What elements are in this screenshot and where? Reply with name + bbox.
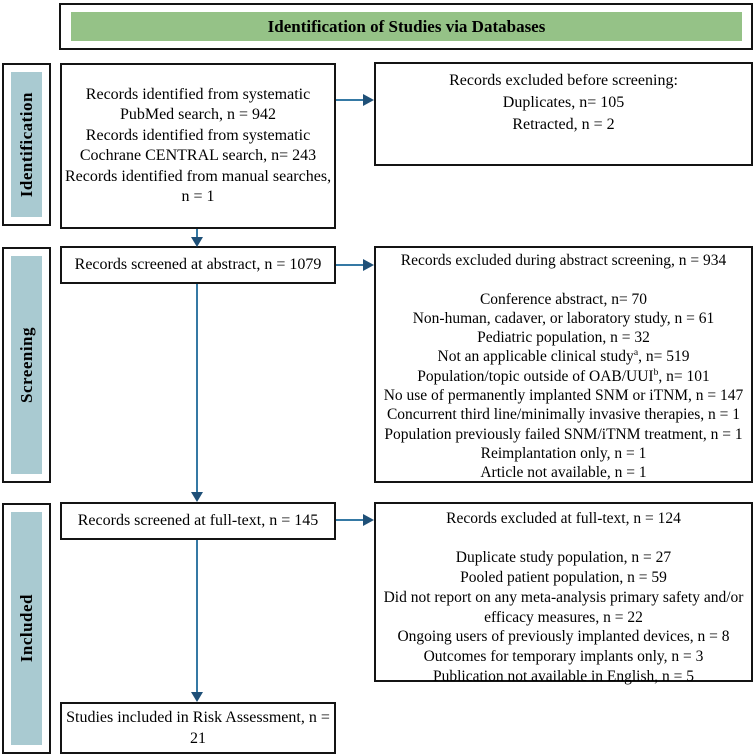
excluded-before-screening-title: Records excluded before screening: <box>449 72 678 89</box>
excluded-fulltext-box: Records excluded at full-text, n = 124 D… <box>374 502 753 685</box>
exclusion-reason: Non-human, cadaver, or laboratory study,… <box>412 309 715 327</box>
exclusion-reason: Conference abstract, n= 70 <box>479 290 648 308</box>
stage-label-screening: Screening <box>2 247 51 483</box>
banner-title: Identification of Studies via Databases <box>267 16 546 36</box>
arrow-down-icon <box>191 692 203 702</box>
exclusion-reason: Article not available, n = 1 <box>480 464 647 482</box>
records-screened-abstract-box: Records screened at abstract, n = 1079 <box>60 246 336 284</box>
stage-label-identification: Identification <box>2 63 51 226</box>
excluded-abstract-title: Records excluded during abstract screeni… <box>400 252 727 269</box>
exclusion-reason: Pediatric population, n = 32 <box>477 329 650 347</box>
footnote-marker-a: a <box>633 347 639 359</box>
excluded-fulltext-title: Records excluded at full-text, n = 124 <box>446 510 681 527</box>
excluded-abstract-screening-box: Records excluded during abstract screeni… <box>374 246 753 483</box>
exclusion-reason: Publication not available in English, n … <box>432 667 694 685</box>
arrow-abstract-to-fulltext-shaft <box>196 284 198 493</box>
exclusion-reason: Pooled patient population, n = 59 <box>460 569 667 587</box>
exclusion-reason: Ongoing users of previously implanted de… <box>397 628 730 646</box>
exclusion-reason: Retracted, n = 2 <box>512 116 615 133</box>
stage-identification-fill: Identification <box>11 72 42 217</box>
arrow-fulltext-to-included-shaft <box>196 540 198 693</box>
exclusion-reason: No use of permanently implanted SNM or i… <box>383 387 744 405</box>
stage-label-included: Included <box>2 503 51 754</box>
exclusion-reason: Population/topic outside of OAB/UUIb, n=… <box>376 367 751 386</box>
reason-text: Population/topic outside of OAB/UUI <box>417 367 654 385</box>
records-screened-abstract-text: Records screened at abstract, n = 1079 <box>74 256 322 273</box>
studies-included-text: Studies included in Risk Assessment, n =… <box>66 709 330 747</box>
excluded-before-screening-box: Records excluded before screening: Dupli… <box>374 62 753 166</box>
records-identified-text: Records identified from systematic PubMe… <box>64 85 332 206</box>
stage-included-fill: Included <box>11 512 42 745</box>
records-identified-box: Records identified from systematic PubMe… <box>60 63 336 229</box>
reason-count: , n= 519 <box>638 348 690 366</box>
records-screened-fulltext-text: Records screened at full-text, n = 145 <box>77 512 319 529</box>
arrow-identified-to-excluded-shaft <box>336 99 364 101</box>
footnote-marker-b: b <box>653 366 659 378</box>
exclusion-reason: Outcomes for temporary implants only, n … <box>423 647 704 665</box>
stage-screening-text: Screening <box>16 327 36 403</box>
arrow-right-icon <box>363 94 374 106</box>
exclusion-reason: Duplicate study population, n = 27 <box>455 549 672 567</box>
arrow-down-icon <box>191 237 203 247</box>
stage-identification-text: Identification <box>16 91 36 198</box>
exclusion-reason: Population previously failed SNM/iTNM tr… <box>384 425 743 443</box>
exclusion-reason: Not an applicable clinical studya, n= 51… <box>376 347 751 366</box>
arrow-abstract-to-excluded-shaft <box>336 264 364 266</box>
exclusion-reason: Reimplantation only, n = 1 <box>480 444 647 462</box>
exclusion-reason: Duplicates, n= 105 <box>502 94 625 111</box>
studies-included-box: Studies included in Risk Assessment, n =… <box>60 702 336 754</box>
arrow-down-icon <box>191 492 203 502</box>
stage-screening-fill: Screening <box>11 256 42 474</box>
exclusion-reason: Concurrent third line/minimally invasive… <box>386 406 741 424</box>
arrow-right-icon <box>363 514 374 526</box>
arrow-right-icon <box>363 259 374 271</box>
arrow-identified-to-abstract-shaft <box>196 229 198 238</box>
reason-count: , n= 101 <box>658 367 710 385</box>
exclusion-reason: Did not report on any meta-analysis prim… <box>383 588 744 626</box>
banner-green-fill: Identification of Studies via Databases <box>71 12 742 41</box>
reason-text: Not an applicable clinical study <box>437 348 634 366</box>
records-screened-fulltext-box: Records screened at full-text, n = 145 <box>60 502 336 540</box>
stage-included-text: Included <box>16 594 36 663</box>
arrow-fulltext-to-excluded-shaft <box>336 519 364 521</box>
identification-banner: Identification of Studies via Databases <box>59 3 753 50</box>
